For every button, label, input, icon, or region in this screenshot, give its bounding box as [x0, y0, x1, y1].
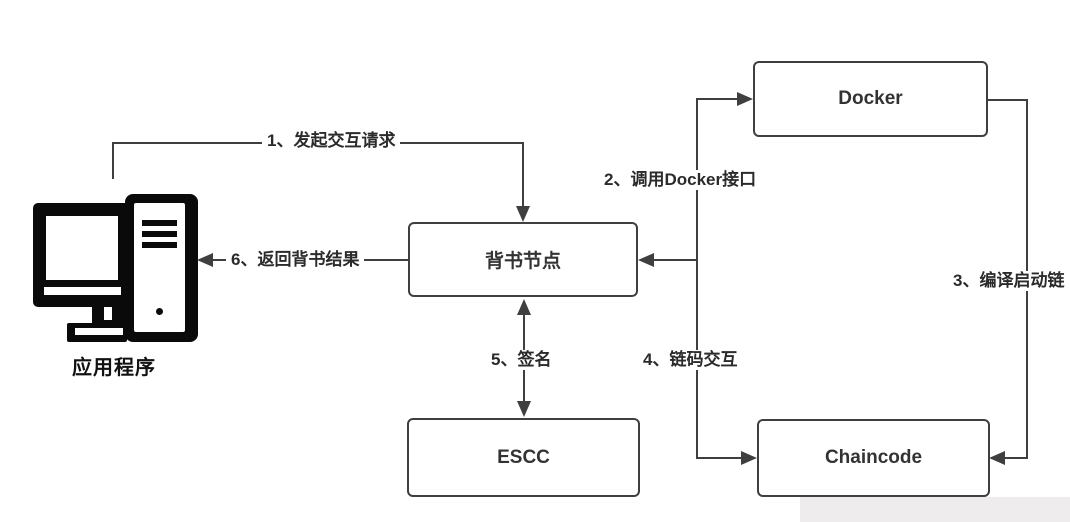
tower-vent-2	[142, 231, 177, 237]
monitor-screen	[46, 216, 118, 280]
edge3-label: 3、编译启动链	[948, 271, 1070, 291]
edge1-arrowhead-icon	[516, 206, 530, 222]
edge1-line-down	[522, 142, 524, 208]
edge6-arrowhead-icon	[197, 253, 213, 267]
edge4-label: 4、链码交互	[638, 350, 743, 370]
edge3-arrowhead-icon	[989, 451, 1005, 465]
node-application-label: 应用程序	[72, 357, 156, 379]
monitor-stand-base-slot	[75, 328, 123, 335]
node-chaincode-label: Chaincode	[824, 447, 923, 468]
edge4-line-to-endorser	[652, 259, 698, 261]
edge4-line-to-chaincode	[696, 457, 743, 459]
tower-vent-1	[142, 220, 177, 226]
edge1-label: 1、发起交互请求	[262, 131, 401, 151]
corner-shade	[800, 497, 1070, 522]
edge5-arrowhead-down-icon	[517, 401, 531, 417]
monitor-slot	[44, 287, 121, 295]
trunk-line-vertical	[696, 98, 698, 459]
tower-power-dot	[156, 308, 163, 315]
edge3-line-from-docker	[986, 99, 1028, 101]
edge1-line-up	[112, 143, 114, 179]
edge2-line-to-docker	[696, 98, 739, 100]
edge4-arrowhead-endorser-icon	[638, 253, 654, 267]
edge2-arrowhead-icon	[737, 92, 753, 106]
node-escc-label: ESCC	[497, 446, 550, 468]
edge2-label: 2、调用Docker接口	[599, 170, 762, 190]
node-docker-label: Docker	[838, 88, 903, 109]
edge5-arrowhead-up-icon	[517, 299, 531, 315]
node-escc: ESCC	[407, 418, 640, 497]
edge6-label: 6、返回背书结果	[226, 250, 365, 270]
edge3-line-to-chaincode	[1003, 457, 1028, 459]
monitor-stand-notch	[104, 307, 112, 320]
node-chaincode: Chaincode	[757, 419, 990, 497]
edge4-arrowhead-chaincode-icon	[741, 451, 757, 465]
node-endorser-label: 背书节点	[484, 251, 561, 272]
node-endorser: 背书节点	[408, 222, 638, 297]
tower-vent-3	[142, 242, 177, 248]
node-docker: Docker	[753, 61, 988, 137]
edge5-label: 5、签名	[486, 350, 557, 370]
